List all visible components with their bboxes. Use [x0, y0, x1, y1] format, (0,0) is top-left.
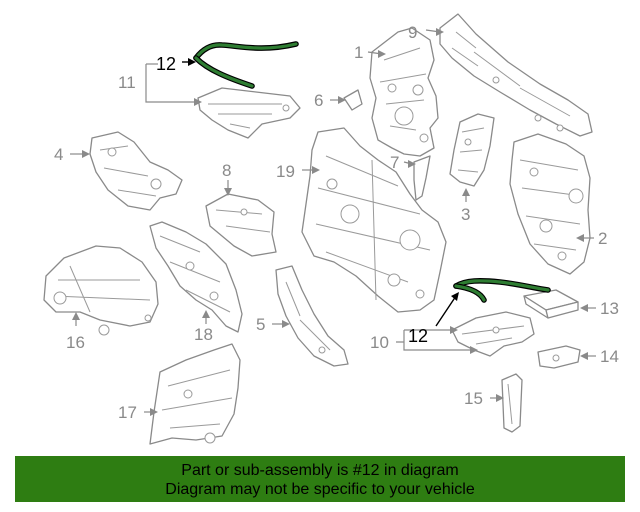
callout-14: 14 — [600, 347, 619, 366]
callout-17: 17 — [118, 403, 137, 422]
callout-1: 1 — [354, 43, 363, 62]
callout-12-top: 12 — [156, 54, 176, 74]
part-15-strip — [501, 373, 523, 433]
callout-16: 16 — [66, 333, 85, 352]
callout-11: 11 — [118, 73, 136, 92]
callout-15: 15 — [464, 389, 483, 408]
part-1-dash-panel — [369, 27, 439, 157]
callout-3: 3 — [461, 205, 470, 224]
part-7-bracket — [413, 155, 431, 201]
callout-4: 4 — [54, 145, 63, 164]
part-13-pad — [523, 289, 579, 319]
callout-18: 18 — [194, 325, 213, 344]
callout-2: 2 — [598, 229, 607, 248]
callout-5: 5 — [256, 315, 265, 334]
part-8-housing — [205, 193, 277, 257]
callout-12-mid: 12 — [408, 326, 428, 346]
part-14-bracket — [537, 345, 581, 369]
part-12-seal-upper — [193, 41, 299, 89]
part-4-wheelhouse — [89, 131, 183, 211]
part-notice-banner: Part or sub-assembly is #12 in diagram D… — [15, 456, 625, 502]
part-2-side-panel — [509, 133, 591, 275]
callout-13: 13 — [600, 299, 619, 318]
banner-line-part: Part or sub-assembly is #12 in diagram — [181, 462, 459, 479]
part-16-wheelhouse-lower — [43, 245, 159, 336]
part-10-bracket — [451, 311, 535, 357]
part-3-insulator — [449, 113, 495, 187]
callout-19: 19 — [276, 162, 295, 181]
callout-9: 9 — [408, 23, 417, 42]
banner-line-disclaimer: Diagram may not be specific to your vehi… — [165, 481, 475, 498]
callout-10: 10 — [370, 333, 389, 352]
part-9-cowl-panel — [439, 13, 593, 137]
part-18-pillar-inner — [149, 221, 243, 333]
part-12-seal-lower — [453, 278, 551, 303]
leader-lines — [70, 28, 596, 416]
part-5-rail — [275, 265, 349, 367]
part-11-bracket — [197, 87, 301, 139]
parts-diagram: 1 9 11 12 6 4 8 19 7 3 2 16 18 5 10 12 1… — [43, 13, 619, 445]
callout-7: 7 — [390, 153, 399, 172]
callout-6: 6 — [314, 91, 323, 110]
callout-numbers: 1 9 11 12 6 4 8 19 7 3 2 16 18 5 10 12 1… — [54, 23, 619, 422]
part-17-pillar-lower — [149, 343, 241, 445]
callout-8: 8 — [222, 161, 231, 180]
part-6-clip — [343, 89, 363, 111]
part-19-bulkhead — [301, 127, 447, 313]
